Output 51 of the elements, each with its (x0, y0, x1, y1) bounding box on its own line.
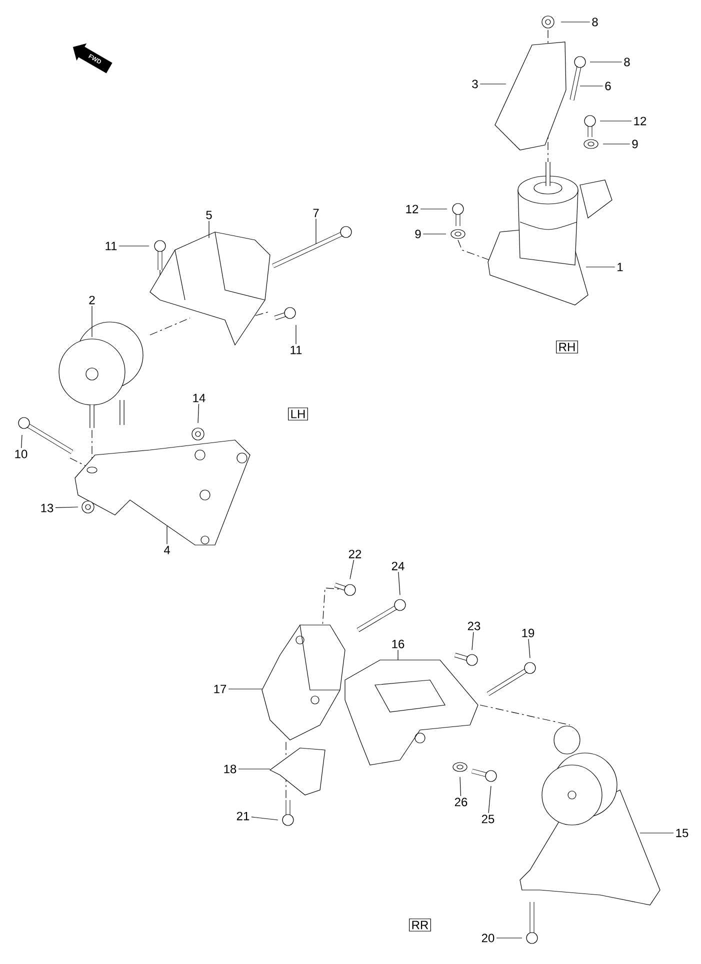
callout-number: 14 (193, 394, 206, 402)
callout-number: 5 (206, 210, 212, 220)
leader-line (640, 832, 674, 834)
leader-line (21, 434, 22, 448)
leader-line (208, 220, 210, 238)
callout-number: 12 (634, 116, 646, 126)
leader-line (251, 816, 278, 820)
callout-number: 3 (472, 80, 478, 88)
leader-line (238, 768, 270, 770)
callout-number: 11 (106, 242, 117, 250)
leader-line (228, 688, 262, 690)
leader-line (198, 404, 200, 424)
leader-line (420, 208, 448, 210)
callout-number: 19 (522, 628, 534, 638)
leader-line (55, 506, 78, 508)
callout-number: 4 (164, 546, 170, 554)
callout-number: 10 (15, 450, 28, 458)
leader-line (398, 572, 400, 596)
callout-number: 8 (624, 58, 630, 66)
callout-number: 11 (290, 346, 302, 354)
leader-line (472, 632, 474, 650)
callout-number: 25 (482, 814, 494, 824)
callout-number: 2 (89, 296, 95, 304)
view-tag: LH (288, 408, 308, 420)
callout-number: 18 (224, 764, 236, 774)
callout-number: 16 (392, 640, 404, 648)
leader-line (460, 776, 462, 796)
callout-number: 22 (348, 550, 362, 558)
leader-line (600, 120, 632, 122)
callout-number: 20 (482, 934, 494, 942)
callout-number: 8 (592, 18, 598, 26)
callout-number: 7 (313, 208, 319, 218)
leader-line (488, 786, 492, 814)
callout-number: 12 (406, 204, 418, 214)
callout-number: 6 (605, 82, 611, 90)
leader-line (528, 638, 530, 658)
callout-number: 24 (392, 562, 404, 570)
view-tag: RH (556, 340, 578, 354)
callout-number: 9 (632, 140, 638, 148)
callout-number: 17 (214, 684, 226, 694)
view-tag: RR (409, 918, 431, 932)
callout-number: 26 (454, 798, 468, 806)
callout-number: 9 (415, 230, 421, 238)
callout-number: 1 (618, 262, 623, 272)
leader-line (166, 526, 168, 544)
callout-number: 21 (236, 812, 250, 820)
callout-number: 15 (676, 828, 688, 838)
leader-line (350, 560, 354, 580)
callout-number: 23 (468, 622, 480, 630)
callout-number: 13 (41, 504, 54, 512)
leader-line (586, 266, 616, 268)
